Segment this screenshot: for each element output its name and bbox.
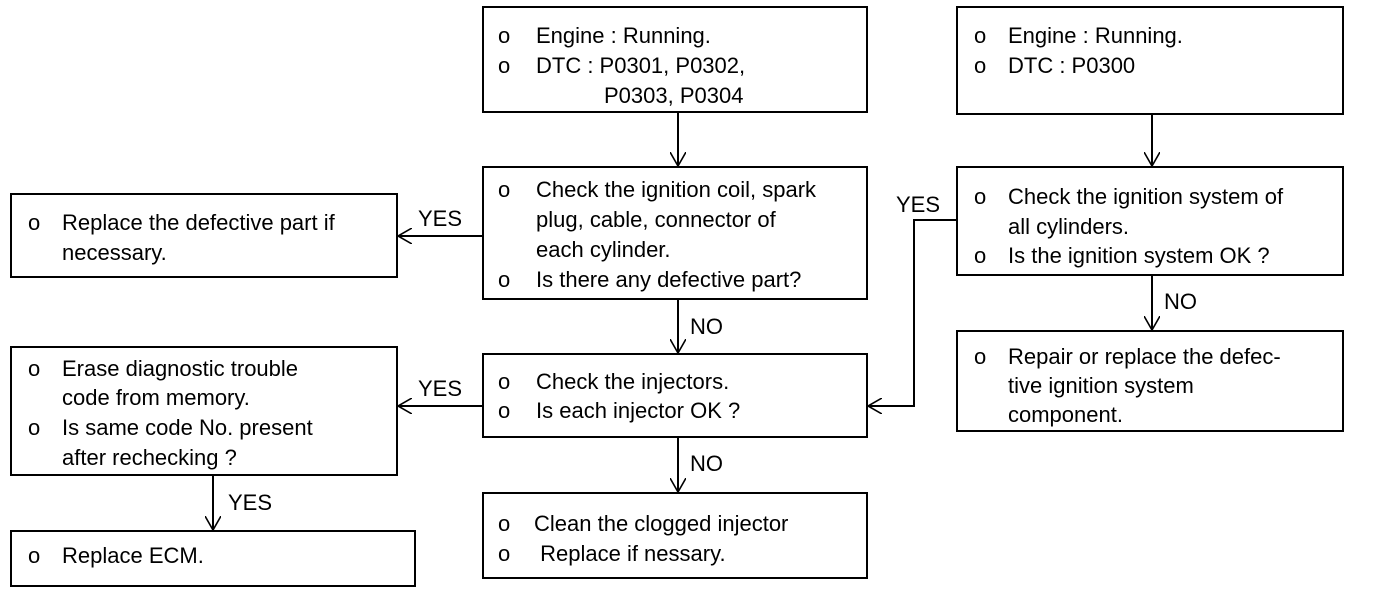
bullet: o: [498, 53, 511, 78]
label-no-system: NO: [1164, 289, 1197, 314]
box-line: Replace if nessary.: [534, 541, 726, 566]
box-erase-dtc: o Erase diagnostic trouble code from mem…: [10, 346, 398, 476]
box-clean-injector: o Clean the clogged injector o Replace i…: [482, 492, 868, 579]
box-line: Check the ignition coil, spark: [536, 177, 817, 202]
bullet: o: [498, 177, 511, 202]
bullet: o: [974, 184, 987, 209]
box-line: code from memory.: [62, 385, 250, 410]
box-line: plug, cable, connector of: [536, 207, 776, 232]
label-yes-system-ok: YES: [896, 192, 941, 217]
box-line: Repair or replace the defec-: [1008, 344, 1281, 369]
bullet: o: [974, 344, 987, 369]
box-check-ignition-coil: o Check the ignition coil, spark plug, c…: [482, 166, 868, 300]
label-yes-erase: YES: [418, 376, 463, 401]
bullet: o: [974, 243, 987, 268]
box-line: Replace the defective part if: [62, 210, 335, 235]
label-yes-replace-ecm: YES: [228, 490, 273, 515]
box-start-running-p0300: o Engine : Running. o DTC : P0300: [956, 6, 1344, 115]
box-start-running-p0301-p0304: o Engine : Running. o DTC : P0301, P0302…: [482, 6, 868, 113]
bullet: o: [498, 369, 511, 394]
box-line: Replace ECM.: [62, 543, 204, 568]
box-replace-ecm: o Replace ECM.: [10, 530, 416, 587]
bullet: o: [28, 415, 41, 440]
box-check-injectors: o Check the injectors. o Is each injecto…: [482, 353, 868, 438]
box-line: necessary.: [62, 240, 167, 265]
box-line: Engine : Running.: [536, 23, 711, 48]
box-repair-ignition-system: o Repair or replace the defec- tive igni…: [956, 330, 1344, 432]
box-line: Is the ignition system OK ?: [1008, 243, 1270, 268]
box-line: Erase diagnostic trouble: [62, 356, 299, 381]
bullet: o: [28, 356, 41, 381]
box-line: Clean the clogged injector: [534, 511, 789, 536]
box-line: Is each injector OK ?: [536, 398, 741, 423]
label-no-coil: NO: [690, 314, 723, 339]
bullet: o: [974, 53, 987, 78]
box-line: Is same code No. present: [62, 415, 313, 440]
box-replace-defective-part: o Replace the defective part if necessar…: [10, 193, 398, 278]
box-line: DTC : P0300: [1008, 53, 1136, 78]
arrow-check-system-to-check-injectors: [868, 219, 956, 406]
label-no-injectors: NO: [690, 451, 723, 476]
label-yes-replace-part: YES: [418, 206, 463, 231]
box-line: component.: [1008, 402, 1123, 427]
bullet: o: [28, 210, 41, 235]
box-check-ignition-system: o Check the ignition system of all cylin…: [956, 166, 1344, 276]
box-line: P0303, P0304: [604, 83, 744, 108]
bullet: o: [498, 511, 511, 536]
bullet: o: [498, 541, 511, 566]
bullet: o: [498, 267, 511, 292]
bullet: o: [28, 543, 41, 568]
box-line: Check the injectors.: [536, 369, 730, 394]
box-line: after rechecking ?: [62, 445, 237, 470]
box-line: each cylinder.: [536, 237, 671, 262]
box-line: tive ignition system: [1008, 373, 1194, 398]
box-line: Is there any defective part?: [536, 267, 802, 292]
box-line: Check the ignition system of: [1008, 184, 1284, 209]
box-line: DTC : P0301, P0302,: [536, 53, 746, 78]
box-line: all cylinders.: [1008, 214, 1130, 239]
bullet: o: [974, 23, 987, 48]
bullet: o: [498, 398, 511, 423]
bullet: o: [498, 23, 511, 48]
box-line: Engine : Running.: [1008, 23, 1183, 48]
